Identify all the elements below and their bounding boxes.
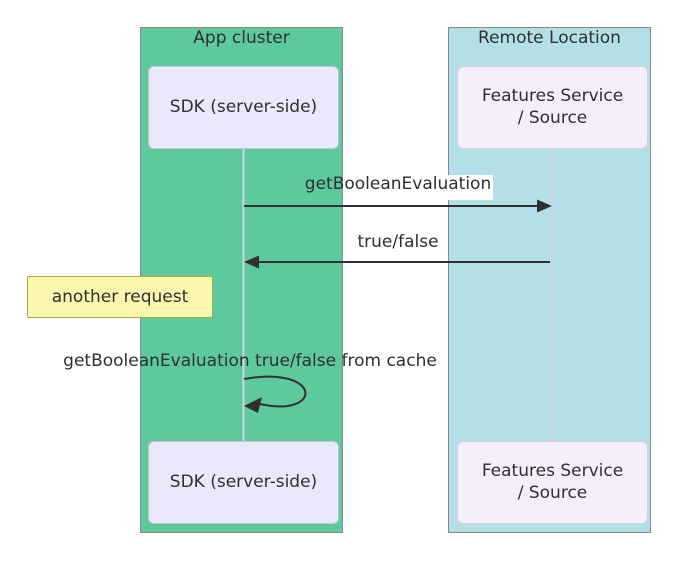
actor-features-bottom-line1: Features Service: [481, 461, 624, 482]
arrowhead-left-icon: [244, 255, 259, 269]
arrowhead-right-icon: [537, 199, 552, 213]
actor-features-bottom: Features Service / Source: [457, 441, 648, 524]
arrowhead-loop-icon: [244, 397, 262, 413]
actor-features-top-line1: Features Service: [481, 86, 624, 107]
remote-location-label: Remote Location: [478, 28, 621, 48]
actor-sdk-bottom-label: SDK (server-side): [169, 471, 318, 492]
note-another-request: another request: [27, 276, 213, 318]
actor-sdk-top: SDK (server-side): [148, 66, 339, 149]
self-loop-line: [243, 375, 307, 408]
actor-sdk-top-label: SDK (server-side): [169, 96, 318, 117]
actor-sdk-bottom: SDK (server-side): [148, 441, 339, 524]
message-response-label: true/false: [357, 232, 439, 252]
actor-features-top: Features Service / Source: [457, 66, 648, 149]
message-label-background: [343, 175, 493, 200]
actor-features-bottom-line2: / Source: [517, 482, 588, 503]
note-label: another request: [51, 287, 189, 307]
message-request-label: getBooleanEvaluation: [304, 174, 492, 194]
app-cluster-label: App cluster: [193, 28, 290, 48]
actor-features-top-line2: / Source: [517, 107, 588, 128]
message-cached-label: getBooleanEvaluation true/false from cac…: [63, 351, 437, 371]
